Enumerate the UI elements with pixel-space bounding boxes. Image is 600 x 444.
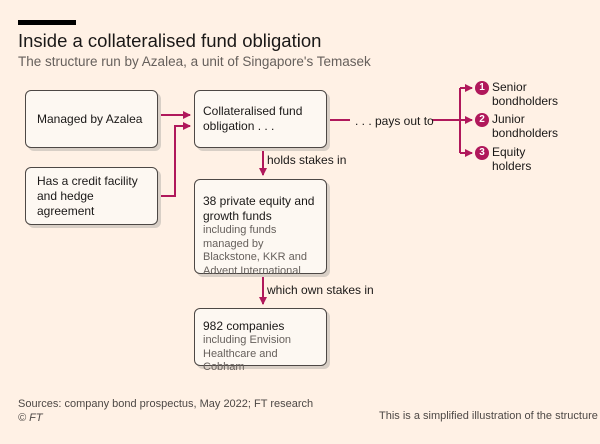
box-credit-text: Has a credit facility and hedge agreemen…: [37, 173, 138, 218]
label-holds-stakes: holds stakes in: [267, 153, 347, 167]
number-badge-3: 3: [475, 146, 489, 160]
number-badge-2: 2: [475, 113, 489, 127]
box-funds-subtext: including funds managed by Blackstone, K…: [203, 224, 307, 277]
box-managed-by-azalea: Managed by Azalea: [25, 90, 158, 148]
output-junior: Junior bondholders: [492, 112, 559, 140]
box-credit-facility: Has a credit facility and hedge agreemen…: [25, 167, 158, 225]
arrow-credit-to-cfo: [158, 122, 191, 197]
ft-top-bar: [18, 20, 76, 25]
box-companies-text: 982 companies: [203, 319, 285, 333]
footer-copyright: © FT: [18, 412, 43, 424]
output-senior: Senior bondholders: [492, 80, 559, 108]
page-title: Inside a collateralised fund obligation: [18, 30, 322, 51]
box-funds: 38 private equity and growth funds inclu…: [194, 179, 327, 277]
box-cfo-text: Collateralised fund obligation . . .: [203, 104, 303, 133]
box-funds-text: 38 private equity and growth funds: [203, 194, 315, 223]
footer-sources: Sources: company bond prospectus, May 20…: [18, 398, 314, 410]
footer-note: This is a simplified illustration of the…: [379, 410, 598, 422]
label-own-stakes: which own stakes in: [267, 283, 374, 297]
output-equity: Equity holders: [492, 145, 532, 173]
box-cfo: Collateralised fund obligation . . .: [194, 90, 327, 148]
page-subtitle: The structure run by Azalea, a unit of S…: [18, 54, 371, 69]
box-managed-text: Managed by Azalea: [37, 111, 143, 126]
label-pays-out: . . . pays out to: [355, 114, 434, 128]
number-badge-1: 1: [475, 81, 489, 95]
box-companies-subtext: including Envision Healthcare and Cobham: [203, 334, 292, 373]
box-companies: 982 companies including Envision Healthc…: [194, 308, 327, 373]
